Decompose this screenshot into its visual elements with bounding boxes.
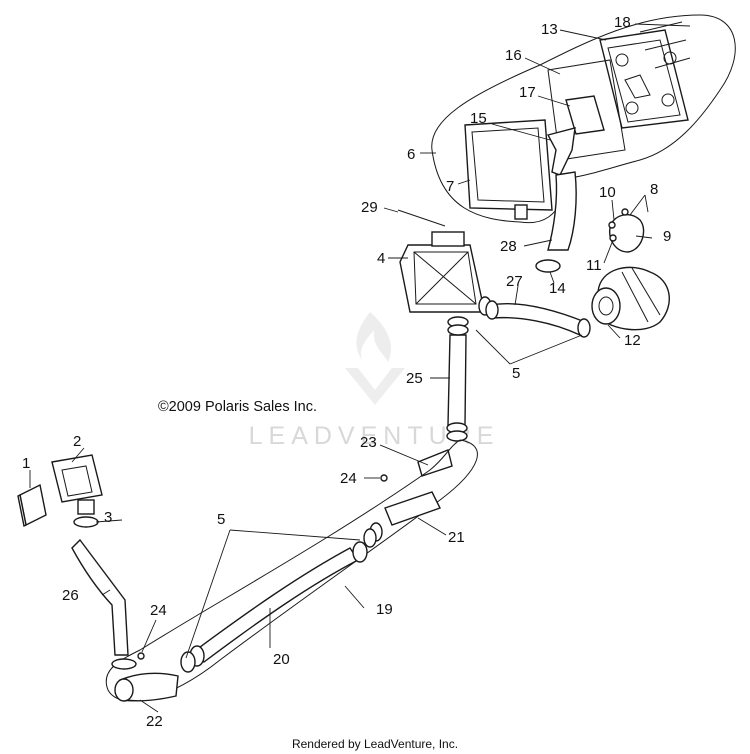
duct-elbow-15 bbox=[546, 127, 576, 176]
bracket-9 bbox=[608, 208, 645, 253]
clamp-3 bbox=[73, 516, 99, 528]
callout-7: 7 bbox=[446, 178, 454, 195]
callout-23: 23 bbox=[360, 434, 377, 451]
callout-24b: 24 bbox=[150, 602, 167, 619]
screw-24-lower bbox=[137, 652, 145, 660]
control-box-13 bbox=[599, 29, 689, 129]
callout-5a: 5 bbox=[512, 365, 520, 382]
tube-25 bbox=[447, 334, 467, 426]
callout-19: 19 bbox=[376, 601, 393, 618]
callout-21: 21 bbox=[448, 529, 465, 546]
callout-29: 29 bbox=[361, 199, 378, 216]
screw-29 bbox=[397, 209, 446, 227]
callout-10: 10 bbox=[599, 184, 616, 201]
callout-15: 15 bbox=[470, 110, 487, 127]
screws-18 bbox=[639, 21, 691, 69]
clamp-14 bbox=[535, 259, 561, 273]
callout-25: 25 bbox=[406, 370, 423, 387]
callout-18: 18 bbox=[614, 14, 631, 31]
callout-26: 26 bbox=[62, 587, 79, 604]
callout-5b: 5 bbox=[217, 511, 225, 528]
blower-12 bbox=[591, 266, 670, 331]
elbow-22 bbox=[119, 672, 179, 702]
hose-27 bbox=[489, 302, 586, 336]
heater-box-4 bbox=[399, 231, 483, 313]
callout-4: 4 bbox=[377, 250, 385, 267]
callout-14: 14 bbox=[549, 280, 566, 297]
callout-11: 11 bbox=[586, 257, 602, 274]
callout-2: 2 bbox=[73, 433, 81, 450]
hose-20 bbox=[195, 547, 360, 664]
tube-28 bbox=[547, 171, 577, 251]
callout-1: 1 bbox=[22, 455, 30, 472]
cover-plate-7 bbox=[464, 119, 553, 220]
pad-17 bbox=[565, 95, 605, 135]
connector-21 bbox=[384, 491, 441, 526]
block-1 bbox=[17, 483, 47, 528]
callout-27: 27 bbox=[506, 273, 523, 290]
callout-24a: 24 bbox=[340, 470, 357, 487]
screw-24-upper bbox=[380, 474, 388, 482]
callout-16: 16 bbox=[505, 47, 522, 64]
callouts: 1 2 3 4 5 5 6 7 8 9 10 11 12 13 14 15 16… bbox=[22, 14, 671, 730]
callout-8: 8 bbox=[650, 181, 658, 198]
callout-28: 28 bbox=[500, 238, 517, 255]
callout-12: 12 bbox=[624, 332, 641, 349]
callout-22: 22 bbox=[146, 713, 163, 730]
hose-26 bbox=[71, 538, 129, 656]
copyright-text: ©2009 Polaris Sales Inc. bbox=[158, 399, 317, 415]
watermark-logo bbox=[345, 312, 405, 405]
group-outline-19 bbox=[105, 439, 478, 702]
gasket-16 bbox=[547, 59, 626, 161]
callout-9: 9 bbox=[663, 228, 671, 245]
footer-text: Rendered by LeadVenture, Inc. bbox=[292, 737, 458, 751]
leader-lines bbox=[29, 23, 691, 713]
callout-17: 17 bbox=[519, 84, 536, 101]
callout-3: 3 bbox=[104, 509, 112, 526]
callout-13: 13 bbox=[541, 21, 558, 38]
callout-20: 20 bbox=[273, 651, 290, 668]
callout-6: 6 bbox=[407, 146, 415, 163]
vent-2 bbox=[51, 454, 103, 515]
